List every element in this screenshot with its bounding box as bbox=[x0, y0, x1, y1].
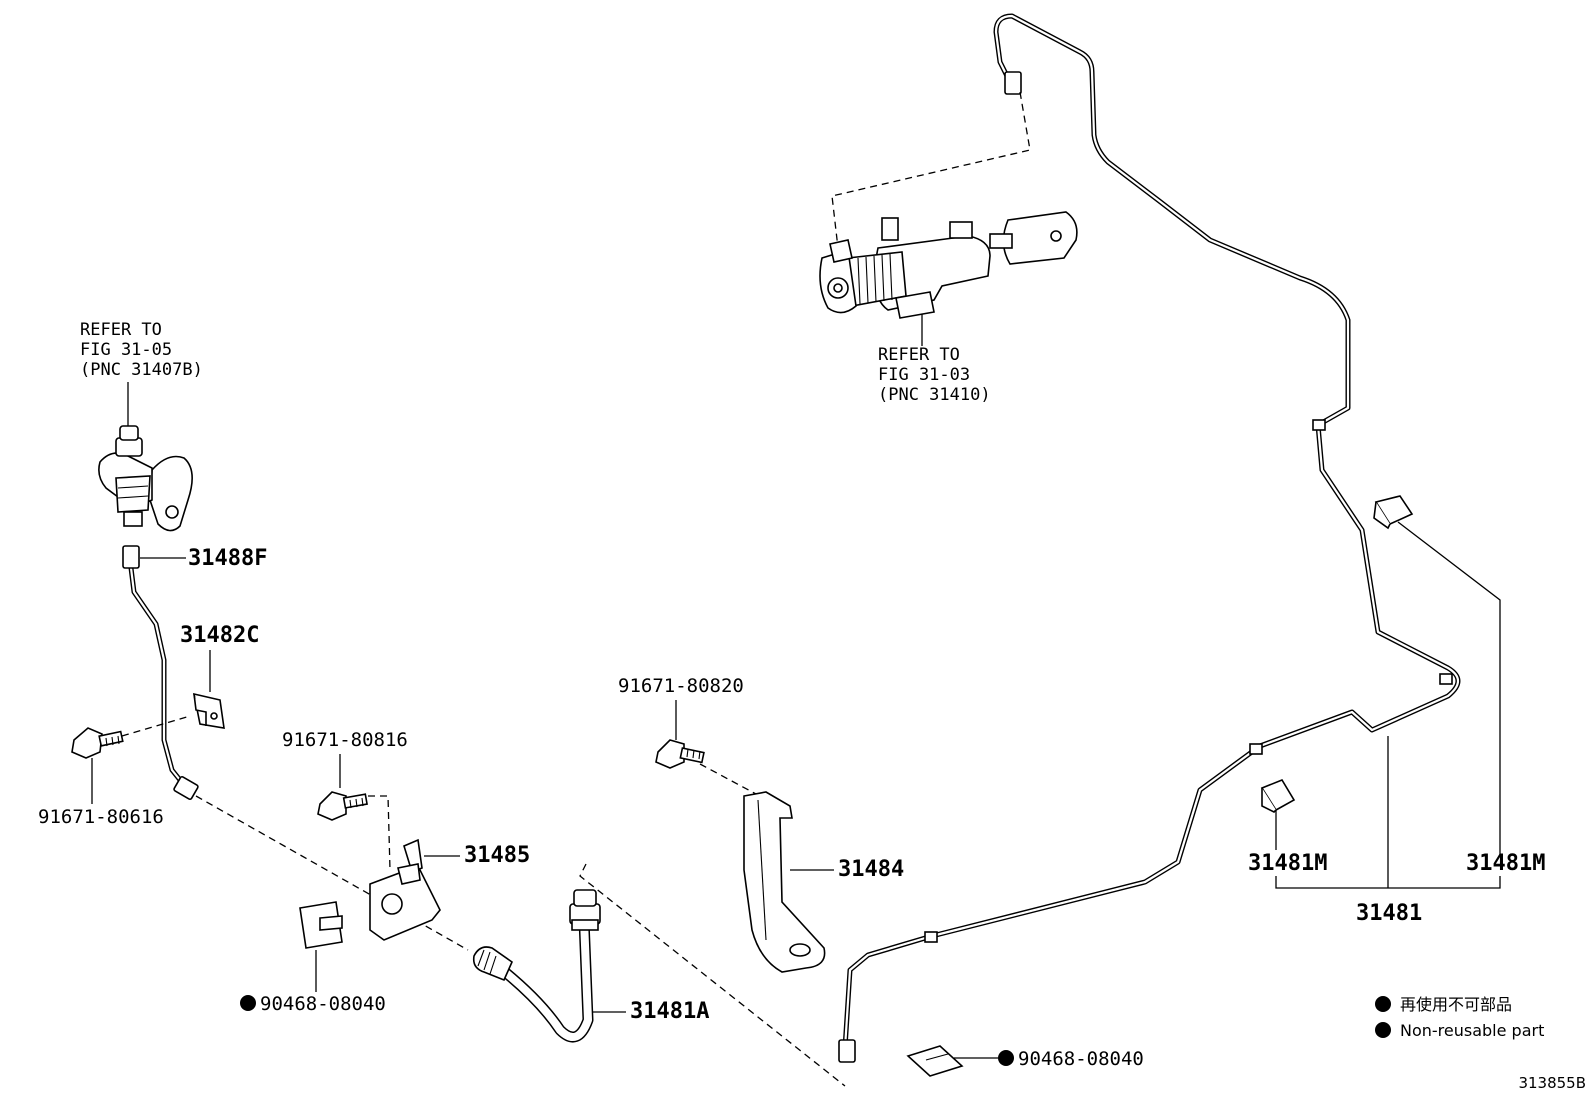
label-31482C: 31482C bbox=[180, 623, 259, 648]
master-cylinder-dashed-link bbox=[831, 91, 1031, 249]
reference-top-line3: (PNC 31410) bbox=[878, 385, 991, 405]
pipe-upper-fitting bbox=[1004, 71, 1022, 95]
label-91671-80816: 91671-80816 bbox=[282, 729, 408, 751]
label-31485: 31485 bbox=[464, 843, 530, 868]
reference-left-line1: REFER TO bbox=[80, 320, 162, 340]
bracket-31485 bbox=[369, 838, 441, 941]
reference-left: REFER TO FIG 31-05 (PNC 31407B) bbox=[80, 320, 203, 380]
pipe-joint bbox=[1312, 419, 1326, 431]
clamp-31481M-right bbox=[1373, 495, 1414, 530]
legend: 再使用不可部品 Non-reusable part bbox=[1375, 995, 1544, 1040]
label-91671-80616: 91671-80616 bbox=[38, 806, 164, 828]
reference-left-line3: (PNC 31407B) bbox=[80, 360, 203, 380]
leader-31481M-right bbox=[1397, 521, 1501, 856]
label-90468-08040-left: 90468-08040 bbox=[260, 993, 386, 1015]
clip-90468-08040-bottom bbox=[906, 1045, 964, 1077]
clip-90468-08040-left bbox=[299, 901, 343, 949]
clutch-pipe-31481 bbox=[838, 13, 1461, 1063]
legend-bullet-ja bbox=[1375, 996, 1391, 1012]
pipe-31488F bbox=[122, 545, 199, 800]
bolt-91671-80816 bbox=[317, 791, 368, 821]
bolt-80820-dashed-link bbox=[699, 763, 757, 795]
bolt-91671-80616 bbox=[71, 727, 124, 759]
flexible-hose-31481A bbox=[472, 889, 601, 1043]
reference-top: REFER TO FIG 31-03 (PNC 31410) bbox=[878, 345, 991, 405]
bolt-80616-dashed-link bbox=[121, 715, 191, 737]
clutch-master-cylinder bbox=[819, 211, 1078, 319]
release-cylinder-reference-part bbox=[98, 425, 193, 532]
non-reusable-mark-bottom bbox=[998, 1050, 1014, 1066]
label-31488F: 31488F bbox=[188, 546, 267, 571]
label-31481M-left: 31481M bbox=[1248, 851, 1327, 876]
label-31481A: 31481A bbox=[630, 999, 709, 1024]
bracket-31484 bbox=[743, 791, 826, 973]
bolt-91671-80820 bbox=[655, 739, 705, 769]
legend-japanese: 再使用不可部品 bbox=[1400, 995, 1512, 1014]
legend-bullet-en bbox=[1375, 1022, 1391, 1038]
hose-dashed-link-left bbox=[195, 795, 469, 951]
pipe-joint bbox=[1249, 743, 1263, 755]
reference-top-line1: REFER TO bbox=[878, 345, 960, 365]
legend-english: Non-reusable part bbox=[1400, 1021, 1544, 1040]
reference-left-line2: FIG 31-05 bbox=[80, 340, 172, 360]
hose-dashed-link-right bbox=[579, 863, 846, 1087]
clamp-31481M-left bbox=[1260, 779, 1296, 813]
label-91671-80820: 91671-80820 bbox=[618, 675, 744, 697]
label-31481M-right: 31481M bbox=[1466, 851, 1545, 876]
bolt-80816-dashed-link bbox=[368, 795, 391, 871]
clip-31482C bbox=[192, 692, 225, 729]
pipe-joint bbox=[924, 931, 938, 943]
figure-id: 313855B bbox=[1518, 1074, 1586, 1092]
label-31481: 31481 bbox=[1356, 901, 1422, 926]
pipe-joint bbox=[1439, 673, 1453, 685]
label-31484: 31484 bbox=[838, 857, 904, 882]
reference-top-line2: FIG 31-03 bbox=[878, 365, 970, 385]
label-90468-08040-bottom: 90468-08040 bbox=[1018, 1048, 1144, 1070]
non-reusable-mark-left bbox=[240, 995, 256, 1011]
pipe-lower-fitting bbox=[838, 1039, 856, 1063]
